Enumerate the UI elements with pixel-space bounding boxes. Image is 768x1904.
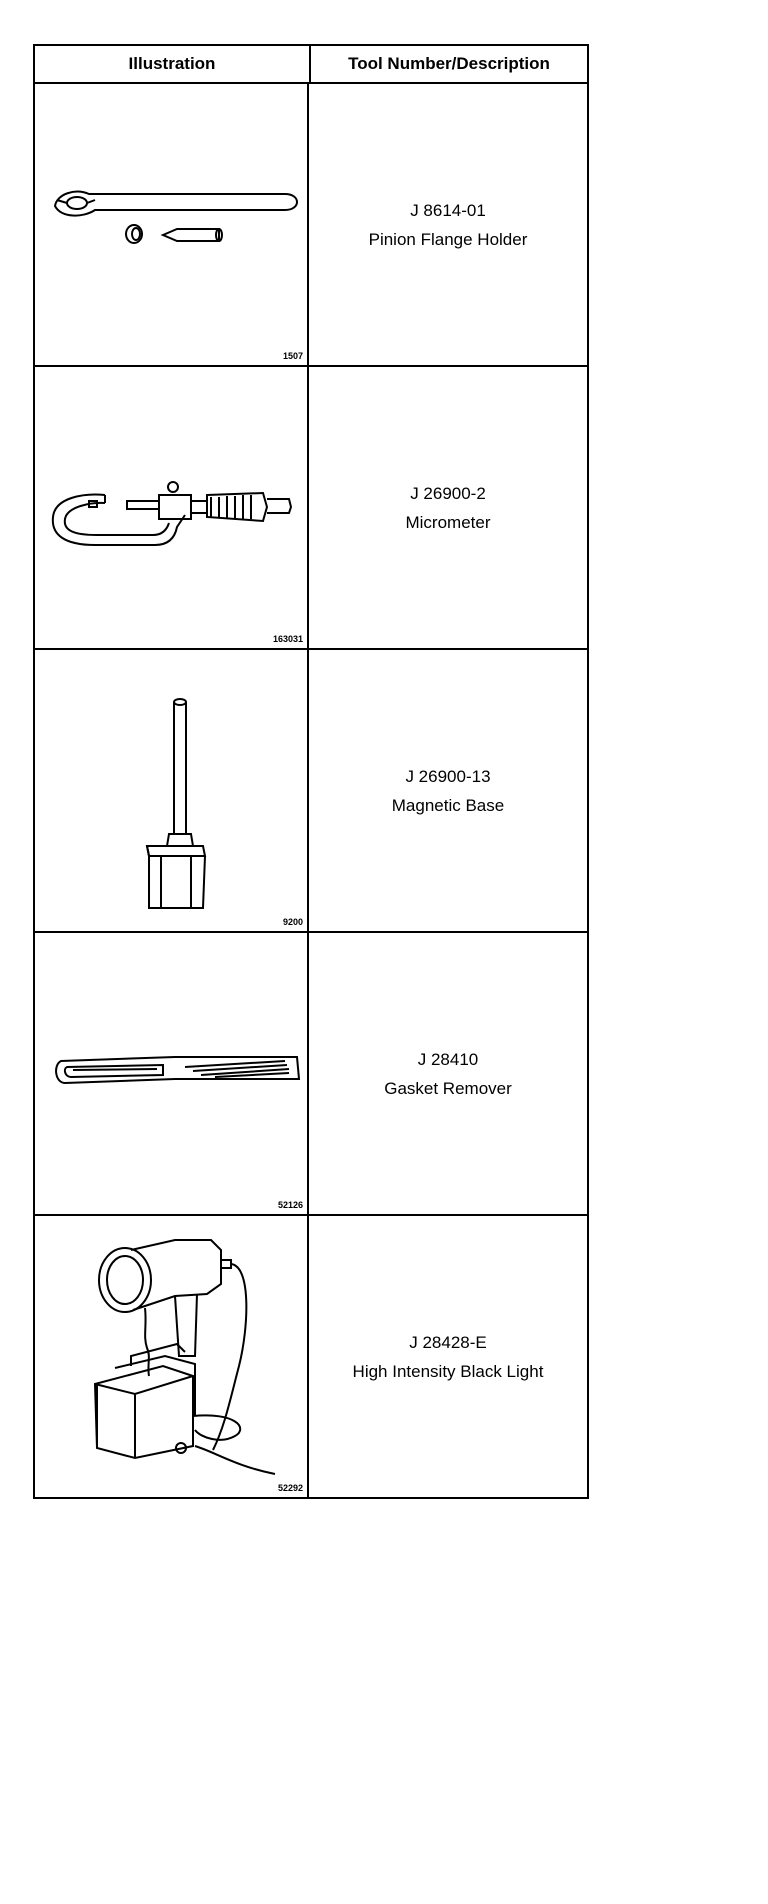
- table-row: 52126 J 28410 Gasket Remover: [35, 933, 587, 1216]
- tool-description: Magnetic Base: [391, 795, 505, 815]
- table-row: 9200 J 26900-13 Magnetic Base: [35, 650, 587, 933]
- tool-description-cell: J 28428-E High Intensity Black Light: [309, 1216, 587, 1497]
- header-tool-number: Tool Number/Description: [348, 54, 550, 73]
- tool-description: Gasket Remover: [384, 1078, 512, 1098]
- pinion-flange-holder-icon: [53, 190, 299, 244]
- black-light-icon: [93, 1239, 276, 1475]
- tool-description-cell: J 8614-01 Pinion Flange Holder: [309, 84, 587, 365]
- tool-number: J 8614-01: [410, 200, 486, 220]
- tool-description-cell: J 28410 Gasket Remover: [309, 933, 587, 1214]
- tool-number: J 28410: [417, 1049, 479, 1069]
- table-header: Illustration Tool Number/Description: [35, 46, 587, 84]
- micrometer-icon: [51, 481, 293, 546]
- tool-description-cell: J 26900-13 Magnetic Base: [309, 650, 587, 931]
- table-row: 1507 J 8614-01 Pinion Flange Holder: [35, 84, 587, 367]
- figure-number: 1507: [282, 351, 303, 361]
- tool-table: Illustration Tool Number/Description 150…: [33, 44, 589, 1499]
- tool-description: High Intensity Black Light: [352, 1361, 544, 1381]
- table-row: 163031 J 26900-2 Micrometer: [35, 367, 587, 650]
- gasket-remover-icon: [55, 1056, 301, 1085]
- illustration-cell: 1507: [35, 84, 309, 365]
- header-illustration: Illustration: [35, 46, 311, 82]
- figure-number: 163031: [272, 634, 303, 644]
- illustration-cell: 9200: [35, 650, 309, 931]
- tool-number: J 26900-13: [405, 766, 491, 786]
- tool-number: J 28428-E: [409, 1332, 487, 1352]
- figure-number: 52292: [277, 1483, 303, 1493]
- tool-description-cell: J 26900-2 Micrometer: [309, 367, 587, 648]
- table-row: 52292 J 28428-E High Intensity Black Lig…: [35, 1216, 587, 1497]
- magnetic-base-icon: [145, 698, 207, 909]
- figure-number: 52126: [277, 1200, 303, 1210]
- tool-description: Micrometer: [405, 512, 491, 532]
- illustration-cell: 163031: [35, 367, 309, 648]
- illustration-cell: 52126: [35, 933, 309, 1214]
- figure-number: 9200: [282, 917, 303, 927]
- tool-number: J 26900-2: [410, 483, 486, 503]
- illustration-cell: 52292: [35, 1216, 309, 1497]
- tool-description: Pinion Flange Holder: [368, 229, 528, 249]
